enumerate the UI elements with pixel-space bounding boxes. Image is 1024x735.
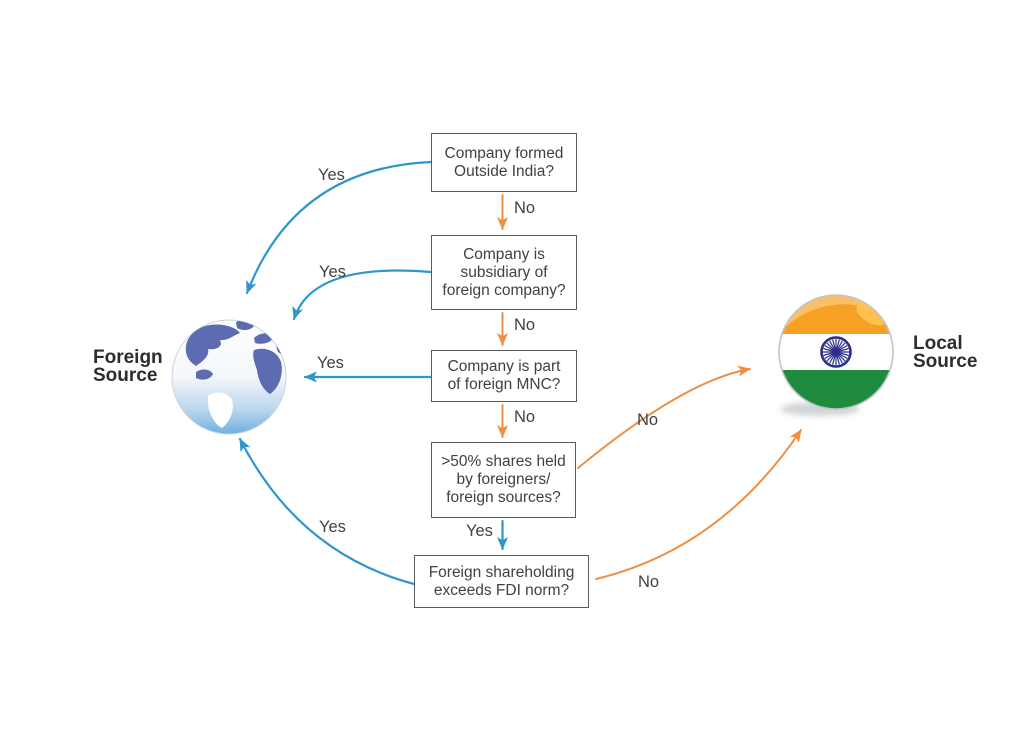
foreign-source-label-line: Foreign [93, 347, 163, 368]
decision-node-exceeds-fdi-norm: Foreign shareholding exceeds FDI norm? [414, 555, 589, 608]
ashoka-chakra-icon [820, 336, 852, 368]
edge-label-q2-no: No [514, 316, 536, 334]
arrow-q2-to-foreign-yes [292, 269, 433, 321]
decision-node-part-of-foreign-mnc: Company is part of foreign MNC? [431, 350, 577, 402]
node-text-line: foreign sources? [446, 489, 561, 506]
node-text-line: subsidiary of [460, 263, 548, 281]
edge-label-q2-yes: Yes [319, 263, 346, 281]
edge-label-q1-no: No [514, 199, 536, 217]
arrow-q4-to-local-no [577, 365, 751, 469]
node-text-line: Company is part [447, 358, 561, 375]
node-text-line: of foreign MNC? [447, 376, 561, 393]
edge-label-q3-no: No [514, 408, 536, 426]
foreign-source-label: Foreign Source [93, 347, 163, 386]
node-text-line: by foreigners/ [456, 471, 551, 488]
node-text-line: Foreign shareholding [428, 563, 575, 581]
arrow-q5-to-local-no [595, 429, 802, 580]
foreign-source-label-line: Source [93, 365, 158, 386]
india-flag-icon [778, 294, 894, 416]
node-text-line: Outside India? [454, 162, 554, 180]
local-source-label: Local Source [913, 333, 978, 372]
decision-node-company-formed-outside-india: Company formed Outside India? [431, 133, 577, 192]
local-source-label-line: Source [913, 351, 978, 372]
node-text-line: foreign company? [442, 281, 566, 299]
edge-label-q5-no: No [638, 573, 660, 591]
edge-label-q4-no: No [637, 411, 659, 429]
decision-node-majority-foreign-shares: >50% shares held by foreigners/ foreign … [431, 442, 576, 518]
edge-label-q3-yes: Yes [317, 354, 344, 372]
edge-label-q4-yes: Yes [466, 522, 493, 540]
edge-label-q1-yes: Yes [318, 166, 345, 184]
node-text-line: Company formed [444, 144, 564, 162]
node-text-line: >50% shares held [441, 453, 566, 470]
arrow-q5-to-foreign-yes [238, 437, 416, 586]
local-source-label-line: Local [913, 333, 963, 354]
globe-icon [171, 319, 287, 435]
node-text-line: exceeds FDI norm? [433, 581, 570, 599]
edge-label-q5-yes: Yes [319, 518, 346, 536]
decision-node-subsidiary-of-foreign-company: Company is subsidiary of foreign company… [431, 235, 577, 310]
node-text-line: Company is [463, 245, 545, 263]
